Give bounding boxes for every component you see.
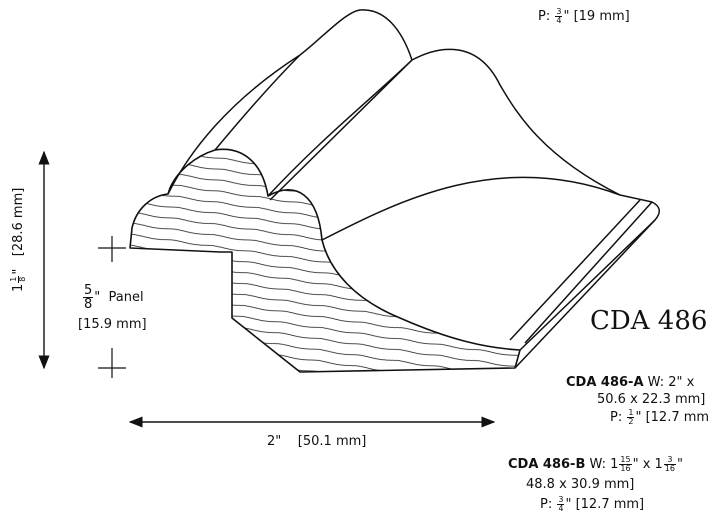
variant-b-code: CDA 486-B	[508, 457, 586, 472]
top-profile-suffix: " [19 mm]	[563, 9, 630, 24]
height-metric: [28.6 mm]	[11, 187, 26, 257]
variant-a-profile: P: 1 2 " [12.7 mm	[610, 408, 710, 426]
width-dimension-label: 2" [50.1 mm]	[267, 434, 366, 449]
section-outline	[129, 148, 521, 373]
panel-dimension-ticks	[98, 236, 126, 378]
variant-a-code: CDA 486-A	[566, 375, 644, 390]
product-title: CDA 486	[590, 306, 708, 336]
variant-b-metric: 48.8 x 30.9 mm]	[526, 477, 635, 492]
variant-a-line1: CDA 486-A W: 2" x	[566, 375, 694, 390]
moulding-surface	[167, 9, 660, 369]
width-imperial: 2"	[267, 434, 282, 449]
top-profile-label: P: 3 4 " [19 mm]	[538, 8, 630, 25]
panel-label: Panel	[108, 290, 144, 305]
variant-a-profile-fraction: 1 2	[627, 408, 635, 426]
height-dimension-label: 1 1 8 " [28.6 mm]	[9, 187, 27, 292]
height-fraction: 1 8	[9, 275, 27, 283]
variant-a-width: W: 2" x	[647, 375, 695, 390]
top-profile-fraction: 3 4	[555, 7, 563, 25]
panel-dimension-label: 5 8 " Panel	[83, 283, 144, 312]
panel-fraction: 5 8	[83, 283, 94, 312]
variant-a-metric: 50.6 x 22.3 mm]	[597, 392, 706, 407]
variant-b-line1: CDA 486-B W: 1 15 16 " x 1 3 16 "	[508, 455, 683, 473]
width-metric: [50.1 mm]	[297, 434, 367, 449]
variant-b-width-fraction: 15 16	[619, 455, 632, 473]
top-profile-prefix: P:	[538, 9, 551, 24]
variant-b-profile-fraction: 3 4	[557, 495, 565, 513]
variant-b-profile: P: 3 4 " [12.7 mm]	[540, 495, 645, 513]
variant-b-thickness-fraction: 3 16	[663, 455, 676, 473]
panel-metric: [15.9 mm]	[78, 317, 147, 332]
